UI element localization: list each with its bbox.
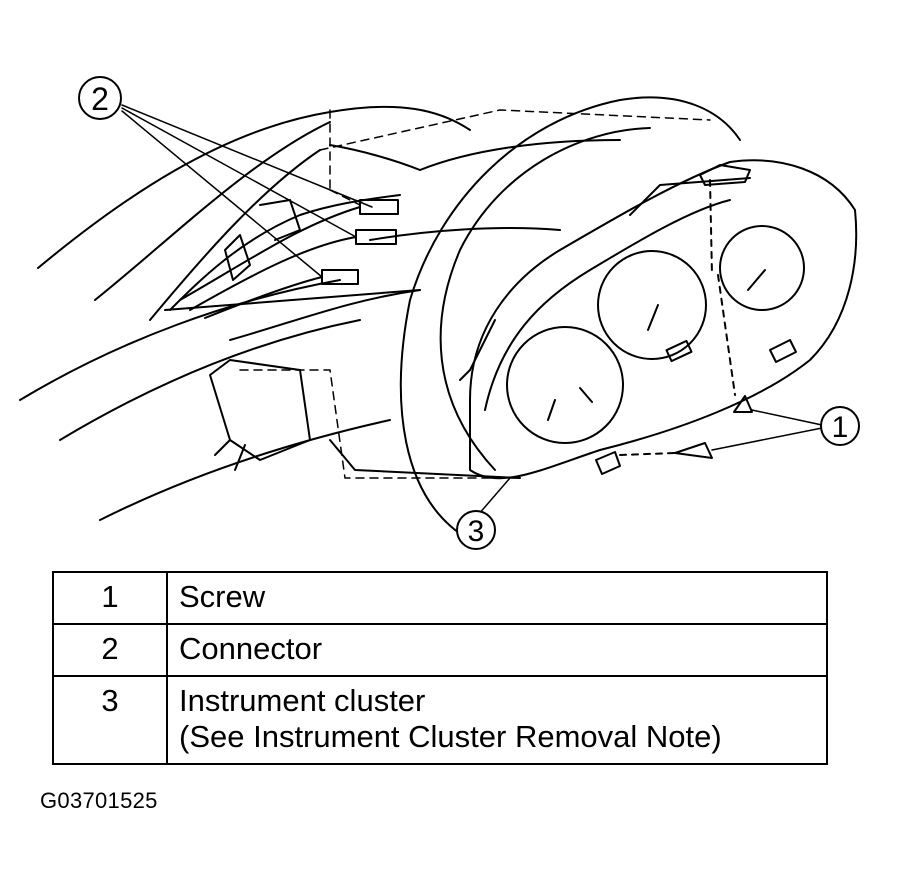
reference-lines — [239, 109, 711, 479]
callout-1: 1 — [820, 406, 860, 446]
callout-3: 3 — [456, 510, 496, 550]
legend-description: Connector — [166, 623, 828, 677]
svg-text:2: 2 — [91, 81, 109, 117]
legend-description: Screw — [166, 571, 828, 625]
connector-top — [359, 199, 399, 215]
gauge-right — [719, 225, 805, 311]
legend-number: 3 — [52, 675, 168, 765]
callout-2: 2 — [78, 76, 122, 120]
legend-table: 1 Screw 2 Connector 3 Instrument cluster… — [52, 571, 828, 765]
legend-row: 2 Connector — [52, 623, 828, 677]
legend-row: 1 Screw — [52, 571, 828, 625]
figure-id: G03701525 — [40, 788, 158, 813]
legend-number: 1 — [52, 571, 168, 625]
legend-description-group: Instrument cluster (See Instrument Clust… — [166, 675, 828, 765]
gauge-left — [506, 326, 624, 444]
legend-note: (See Instrument Cluster Removal Note) — [179, 719, 722, 754]
instrument-cluster-diagram: 2 1 3 — [19, 76, 860, 550]
svg-text:1: 1 — [832, 411, 849, 444]
legend-description: Instrument cluster — [179, 683, 426, 718]
screw-group — [619, 179, 753, 459]
dashboard-outline — [19, 105, 621, 521]
screw-lower — [674, 442, 713, 459]
screw-upper — [733, 395, 753, 413]
gauge-center — [597, 250, 707, 360]
instrument-cluster — [459, 159, 858, 480]
svg-text:3: 3 — [468, 515, 485, 548]
connector-group — [179, 199, 399, 319]
callout-leaders — [121, 104, 823, 516]
legend-row: 3 Instrument cluster (See Instrument Clu… — [52, 675, 828, 765]
steering-wheel — [399, 96, 741, 541]
legend-number: 2 — [52, 623, 168, 677]
